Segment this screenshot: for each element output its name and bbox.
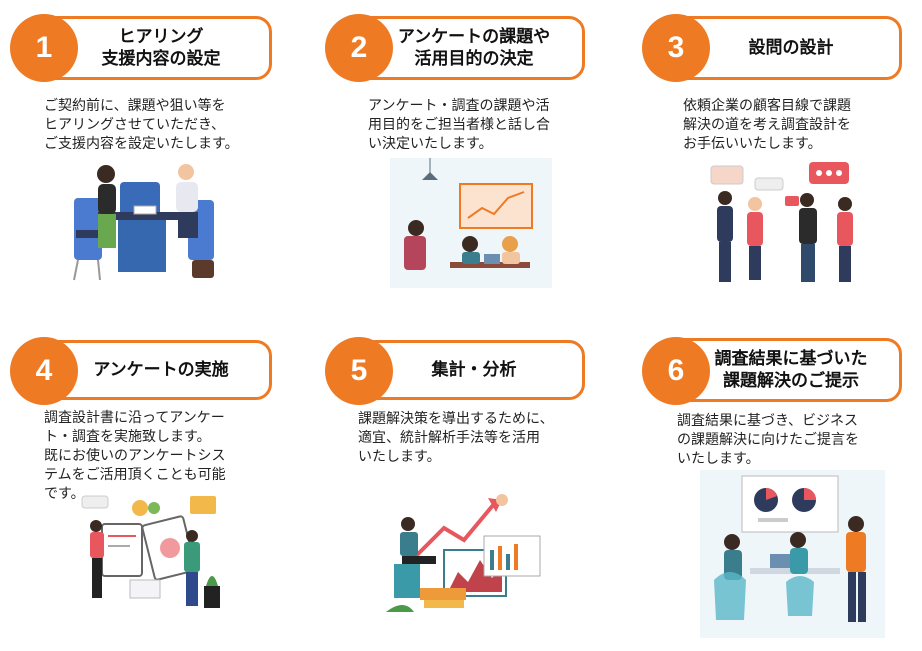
- step-3-desc-line-1: 依頼企業の顧客目線で課題: [683, 98, 851, 114]
- step-6-description: 調査結果に基づき、ビジネス の課題解決に向けたご提言を いたします。: [677, 412, 859, 469]
- step-6-desc-line-1: 調査結果に基づき、ビジネス: [677, 413, 859, 429]
- step-5-title-box: 集計・分析: [363, 340, 585, 400]
- step-6-title-line-1: 調査結果に基づいた: [714, 349, 868, 369]
- step-6-title-line-2: 課題解決のご提示: [723, 371, 859, 391]
- step-2-title-line-1: アンケートの課題や: [397, 27, 551, 47]
- step-5-title-line-1: 集計・分析: [431, 360, 517, 380]
- team-discussion-illustration: [710, 162, 853, 282]
- meeting-illustration: [73, 164, 214, 281]
- step-1-desc-line-3: ご支援内容を設定いたします。: [44, 136, 239, 152]
- discussion-illustration: [390, 158, 552, 288]
- step-1-desc-line-1: ご契約前に、課題や狙い等を: [44, 98, 226, 114]
- step-6-number-badge: 6: [642, 337, 710, 405]
- step-2-title-box: アンケートの課題や活用目的の決定: [363, 16, 585, 80]
- step-4-desc-line-2: ト・調査を実施致します。: [44, 429, 211, 445]
- step-5-desc-line-2: 適宜、統計解析手法等を活用: [358, 430, 540, 446]
- step-3-description: 依頼企業の顧客目線で課題 解決の道を考え調査設計を お手伝いいたします。: [683, 97, 851, 154]
- step-2-desc-line-3: い決定いたします。: [368, 136, 493, 152]
- step-5-number-badge: 5: [325, 337, 393, 405]
- step-1-desc-line-2: ヒアリングさせていただき、: [44, 117, 226, 133]
- step-6-desc-line-3: いたします。: [677, 451, 760, 467]
- step-3-desc-line-2: 解決の道を考え調査設計を: [683, 117, 851, 133]
- step-3-number-badge: 3: [642, 14, 710, 82]
- step-1-title-line-2: 支援内容の設定: [101, 49, 221, 69]
- step-2-description: アンケート・調査の課題や活 用目的をご担当者様と話し合 い決定いたします。: [368, 97, 550, 154]
- step-4-desc-line-4: テムをご活用頂くことも可能: [44, 467, 226, 483]
- step-2-desc-line-2: 用目的をご担当者様と話し合: [368, 117, 550, 133]
- step-6-title-box: 調査結果に基づいた課題解決のご提示: [680, 338, 902, 402]
- step-6-desc-line-2: の課題解決に向けたご提言を: [677, 432, 859, 448]
- step-4-desc-line-5: です。: [44, 486, 85, 502]
- step-3-title-box: 設問の設計: [680, 16, 902, 80]
- step-1-title-line-1: ヒアリング: [118, 27, 204, 47]
- step-5-desc-line-1: 課題解決策を導出するために、: [358, 411, 554, 427]
- step-5-description: 課題解決策を導出するために、 適宜、統計解析手法等を活用 いたします。: [358, 410, 554, 467]
- step-5-desc-line-3: いたします。: [358, 449, 441, 465]
- step-4-number-badge: 4: [10, 337, 78, 405]
- survey-tablet-illustration: [81, 495, 220, 608]
- step-2-title-line-2: 活用目的の決定: [414, 49, 534, 69]
- step-4-description: 調査設計書に沿ってアンケー ト・調査を実施致します。 既にお使いのアンケートシス…: [44, 409, 226, 504]
- step-2-number-badge: 2: [325, 14, 393, 82]
- step-1-description: ご契約前に、課題や狙い等を ヒアリングさせていただき、 ご支援内容を設定いたしま…: [44, 97, 239, 154]
- step-3-title-line-1: 設問の設計: [748, 38, 834, 58]
- step-2-desc-line-1: アンケート・調査の課題や活: [368, 98, 550, 114]
- analytics-illustration: [386, 494, 541, 612]
- step-3-desc-line-3: お手伝いいたします。: [683, 136, 822, 152]
- presentation-illustration: [700, 470, 885, 638]
- step-1-number-badge: 1: [10, 14, 78, 82]
- step-4-title-line-1: アンケートの実施: [93, 360, 229, 380]
- step-1-title-box: ヒアリング支援内容の設定: [50, 16, 272, 80]
- step-4-desc-line-3: 既にお使いのアンケートシス: [44, 448, 226, 464]
- step-4-title-box: アンケートの実施: [50, 340, 272, 400]
- step-4-desc-line-1: 調査設計書に沿ってアンケー: [44, 410, 225, 426]
